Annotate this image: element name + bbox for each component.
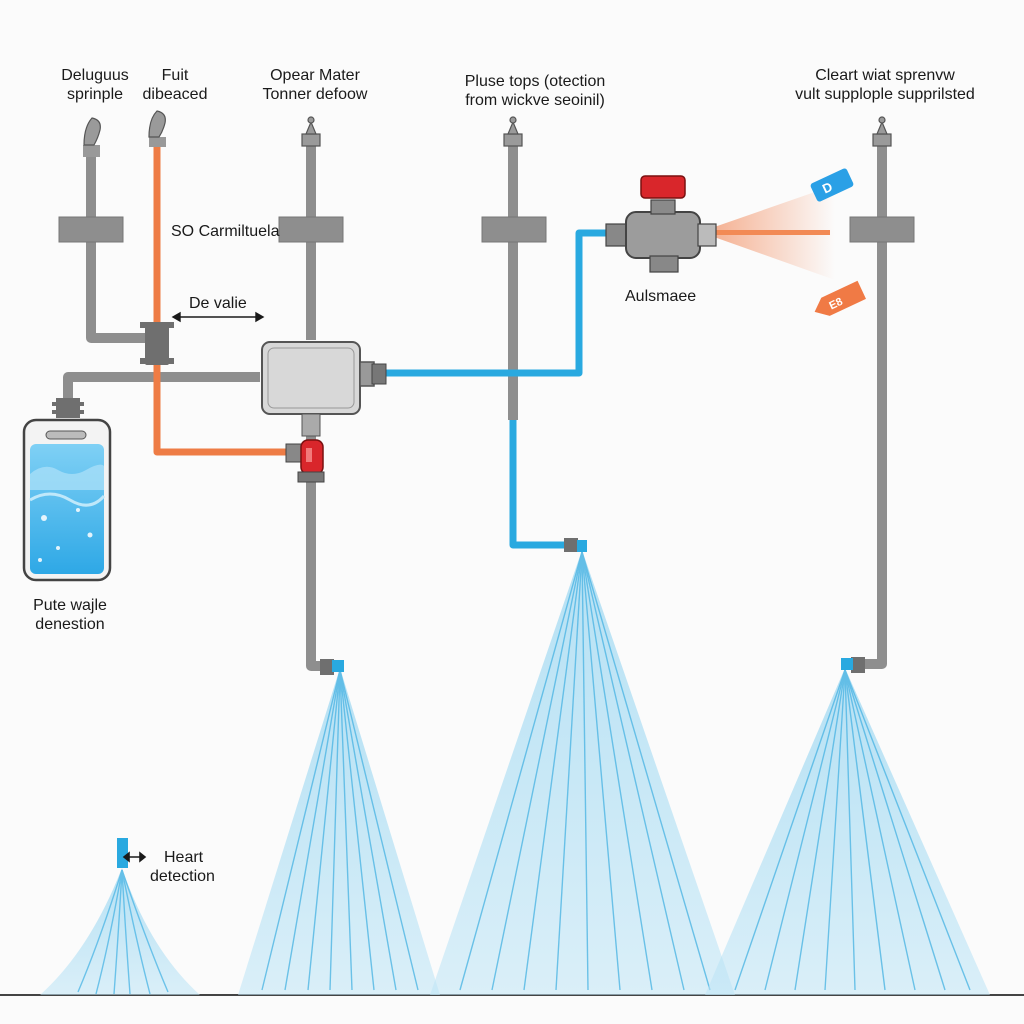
blue-water-pipe [384,229,608,549]
pipe-fittings [52,322,865,675]
sprinkler-head-1 [83,117,101,157]
blue-nozzle-right [841,658,853,670]
central-pump-unit [261,341,387,437]
spray-cone-right [705,668,990,995]
blue-nozzle-left [332,660,344,672]
water-tank [22,418,112,582]
flame-detector-valve [605,175,835,280]
sprinkler-head-4 [503,116,523,147]
svg-text:E8: E8 [827,296,844,313]
label-de-valie: De valie [189,295,247,312]
spray-cone-small [40,868,200,995]
heat-detector-nozzle [117,838,128,868]
sprinkler-head-5 [872,116,892,147]
blue-signal-badge: D [810,168,854,202]
red-control-valve [285,439,325,483]
double-arrow-icon [122,851,147,863]
sprinkler-head-3 [301,116,321,147]
blue-nozzle-center [577,540,587,552]
spray-cone-center [430,550,735,995]
pipe-bracket [58,216,915,243]
label-so-camiltuela: SO Carmiltuela [171,223,280,240]
orange-hot-pipe [153,145,290,456]
span-arrow-icon [171,311,265,323]
sprinkler-head-2 [148,110,166,147]
orange-signal-badge: E8 [814,280,866,316]
label-aulsmaee: Aulsmaee [625,288,697,305]
spray-cone-left [238,668,440,995]
